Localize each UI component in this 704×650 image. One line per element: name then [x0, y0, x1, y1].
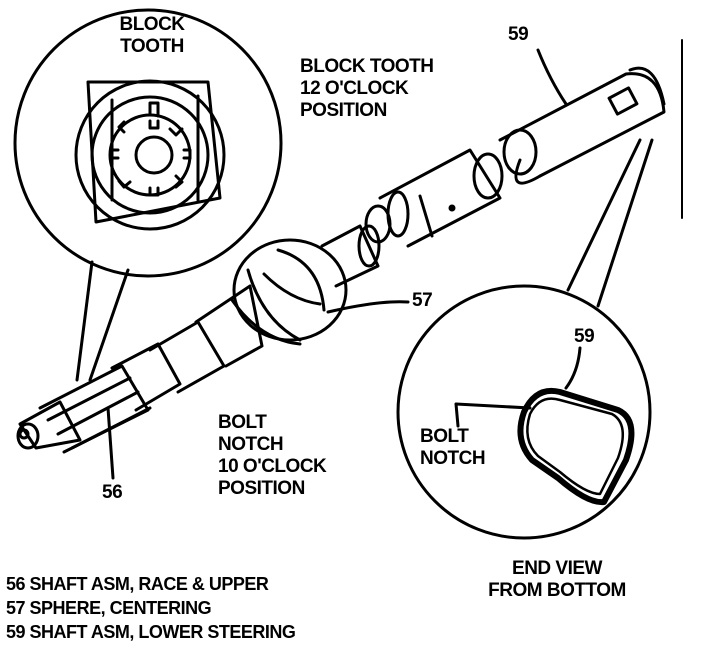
parts-legend: 56 SHAFT ASM, RACE & UPPER 57 SPHERE, CE… — [6, 572, 296, 644]
end-view-bolt-notch-label: BOLT NOTCH — [420, 426, 486, 470]
end-view-leader-left — [566, 138, 642, 292]
inset-leader-right — [88, 268, 130, 382]
part-56-number: 56 — [102, 482, 123, 503]
bolt-notch-position-label: BOLT NOTCH 10 O'CLOCK POSITION — [218, 412, 327, 500]
callout-line: NOTCH — [218, 434, 284, 455]
lower-steering-shaft — [498, 66, 666, 185]
inset-leader-left — [75, 260, 94, 382]
callout-line: 12 O'CLOCK — [300, 78, 409, 99]
spline-teeth — [109, 119, 192, 197]
part-59-number: 59 — [508, 24, 529, 45]
end-view-59-leader — [564, 346, 582, 390]
block-tooth-detail-inset — [13, 8, 283, 278]
legend-item: 57 SPHERE, CENTERING — [6, 598, 212, 618]
callout-line: BLOCK TOOTH — [300, 56, 434, 77]
end-view-title: END VIEW FROM BOTTOM — [468, 558, 646, 602]
part-57-leader — [326, 300, 410, 314]
callout-line: NOTCH — [420, 448, 486, 469]
upper-shaft — [16, 284, 264, 454]
callout-line: POSITION — [218, 478, 305, 499]
centering-sphere — [230, 238, 348, 346]
callout-line: BOLT — [420, 426, 469, 447]
legend-item: 56 SHAFT ASM, RACE & UPPER — [6, 574, 269, 594]
shaft-end-profile — [517, 388, 635, 506]
callout-line: TOOTH — [120, 36, 184, 57]
block-tooth-inset-label: BLOCK TOOTH — [112, 14, 192, 58]
callout-line: BLOCK — [119, 14, 185, 35]
end-view-inset — [396, 284, 652, 540]
part-56-leader — [106, 406, 115, 480]
callout-line: BOLT — [218, 412, 267, 433]
callout-line: POSITION — [300, 100, 387, 121]
part-59-leader — [536, 48, 568, 106]
end-view-leader-right — [596, 138, 654, 308]
end-view-part-59-number: 59 — [574, 326, 595, 347]
bolt-notch-leader — [454, 402, 532, 428]
intermediate-tube — [320, 148, 504, 288]
block-tooth-position-label: BLOCK TOOTH 12 O'CLOCK POSITION — [300, 56, 434, 122]
part-57-number: 57 — [412, 290, 433, 311]
legend-item: 59 SHAFT ASM, LOWER STEERING — [6, 622, 296, 642]
callout-line: FROM BOTTOM — [488, 580, 626, 601]
callout-line: 10 O'CLOCK — [218, 456, 327, 477]
callout-line: END VIEW — [512, 558, 602, 579]
